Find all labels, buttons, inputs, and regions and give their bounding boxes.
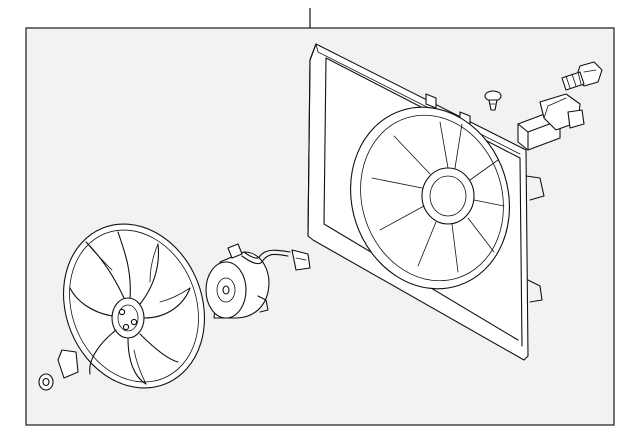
resistor[interactable] (517, 93, 585, 151)
washer[interactable] (57, 349, 79, 379)
fan-shroud[interactable] (307, 43, 545, 361)
motor-harness-connector[interactable] (241, 249, 311, 271)
fan-blade[interactable] (39, 203, 228, 410)
nut[interactable] (38, 373, 54, 391)
fan-motor[interactable] (205, 243, 270, 319)
clip[interactable] (484, 90, 502, 111)
bolt[interactable] (561, 61, 603, 91)
